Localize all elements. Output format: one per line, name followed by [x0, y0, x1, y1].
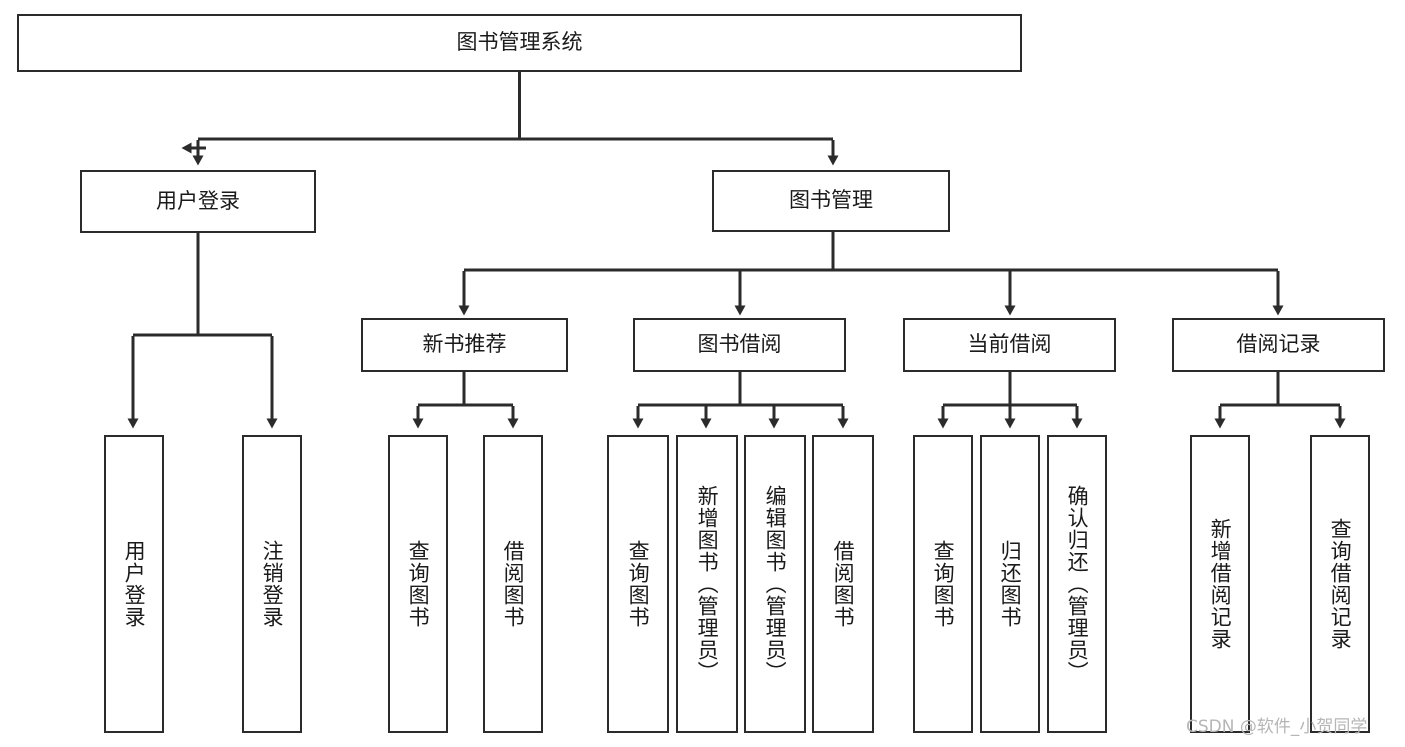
- leaf-query-book-2[interactable]: 查询图书: [607, 435, 669, 733]
- leaf-add-book-label: 新增图书（管理员）: [695, 485, 720, 683]
- leaf-query-record-label: 查询借阅记录: [1328, 518, 1353, 650]
- node-borrow-record-label: 借阅记录: [1236, 332, 1321, 357]
- node-user-login[interactable]: 用户登录: [80, 170, 316, 233]
- leaf-query-record[interactable]: 查询借阅记录: [1310, 435, 1370, 733]
- leaf-confirm-return-label: 确认归还（管理员）: [1065, 485, 1090, 683]
- leaf-edit-book-label: 编辑图书（管理员）: [763, 485, 788, 683]
- node-new-book-recommend[interactable]: 新书推荐: [361, 318, 568, 372]
- leaf-borrow-book-1-label: 借阅图书: [501, 540, 526, 628]
- node-new-book-recommend-label: 新书推荐: [422, 332, 507, 357]
- leaf-logout[interactable]: 注销登录: [242, 435, 302, 733]
- leaf-edit-book[interactable]: 编辑图书（管理员）: [744, 435, 806, 733]
- leaf-logout-label: 注销登录: [260, 540, 285, 628]
- node-book-borrow-label: 图书借阅: [697, 332, 782, 357]
- leaf-query-book-3[interactable]: 查询图书: [913, 435, 973, 733]
- leaf-add-record[interactable]: 新增借阅记录: [1190, 435, 1250, 733]
- node-current-borrow[interactable]: 当前借阅: [903, 318, 1116, 372]
- leaf-query-book-1-label: 查询图书: [406, 540, 431, 628]
- leaf-login-label: 用户登录: [122, 540, 147, 628]
- leaf-query-book-2-label: 查询图书: [626, 540, 651, 628]
- leaf-add-book[interactable]: 新增图书（管理员）: [676, 435, 738, 733]
- node-borrow-record[interactable]: 借阅记录: [1172, 318, 1385, 372]
- node-user-login-label: 用户登录: [156, 188, 240, 213]
- leaf-return-book[interactable]: 归还图书: [980, 435, 1040, 733]
- leaf-query-book-3-label: 查询图书: [931, 540, 956, 628]
- node-book-borrow[interactable]: 图书借阅: [633, 318, 846, 372]
- leaf-add-record-label: 新增借阅记录: [1208, 518, 1233, 650]
- leaf-login[interactable]: 用户登录: [104, 435, 164, 733]
- leaf-return-book-label: 归还图书: [998, 540, 1023, 628]
- node-current-borrow-label: 当前借阅: [967, 332, 1052, 357]
- node-root-label: 图书管理系统: [456, 30, 583, 55]
- leaf-borrow-book-2[interactable]: 借阅图书: [812, 435, 874, 733]
- node-root[interactable]: 图书管理系统: [17, 14, 1022, 72]
- leaf-borrow-book-2-label: 借阅图书: [831, 540, 856, 628]
- node-book-manage-label: 图书管理: [789, 188, 873, 213]
- leaf-query-book-1[interactable]: 查询图书: [388, 435, 448, 733]
- leaf-confirm-return[interactable]: 确认归还（管理员）: [1047, 435, 1107, 733]
- node-book-manage[interactable]: 图书管理: [712, 170, 950, 232]
- leaf-borrow-book-1[interactable]: 借阅图书: [483, 435, 543, 733]
- watermark: CSDN @软件_小贺同学: [1186, 717, 1368, 737]
